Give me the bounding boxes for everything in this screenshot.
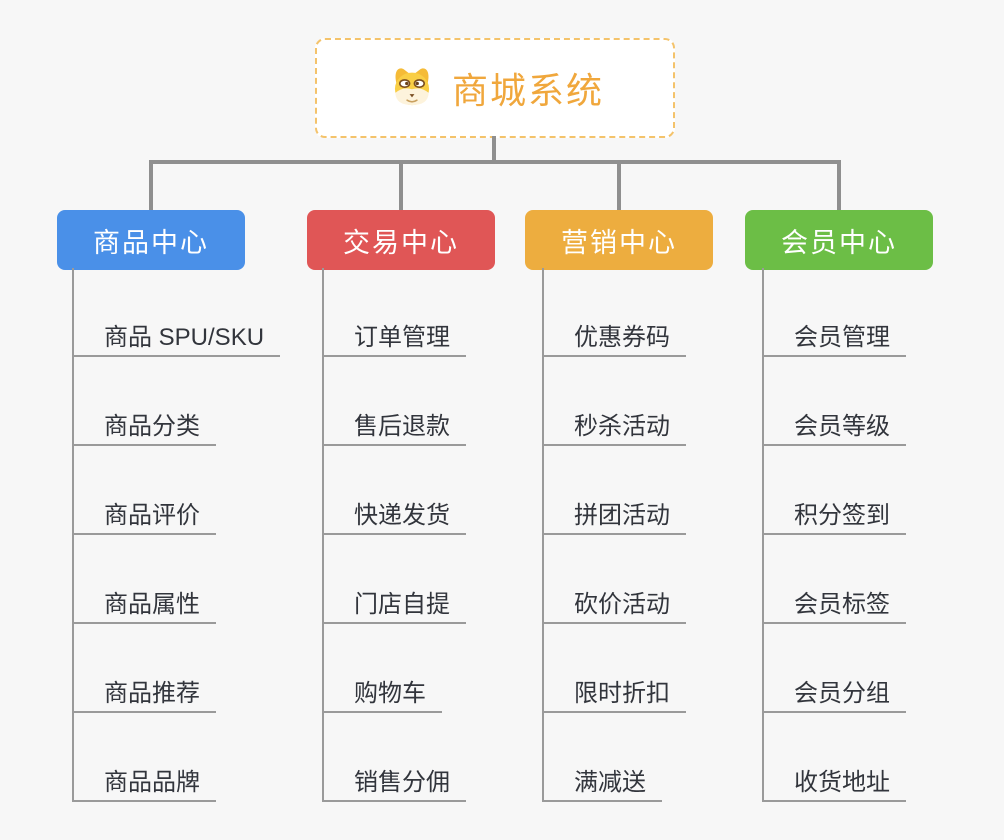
connector-stub-member (837, 160, 841, 212)
branch-node-member[interactable]: 会员中心 (745, 210, 933, 270)
leaf-node[interactable]: 商品推荐 (72, 681, 216, 713)
connector-root-stub (492, 136, 496, 164)
leaf-node[interactable]: 会员标签 (762, 592, 906, 624)
branch-node-label: 交易中心 (343, 227, 459, 258)
leaf-node[interactable]: 拼团活动 (542, 503, 686, 535)
branch-node-marketing[interactable]: 营销中心 (525, 210, 713, 270)
leaf-node[interactable]: 会员等级 (762, 414, 906, 446)
leaf-node[interactable]: 砍价活动 (542, 592, 686, 624)
leaf-node[interactable]: 积分签到 (762, 503, 906, 535)
leaf-node[interactable]: 会员分组 (762, 681, 906, 713)
root-node[interactable]: 商城系统 (315, 38, 675, 138)
leaf-node[interactable]: 销售分佣 (322, 770, 466, 802)
leaf-node[interactable]: 订单管理 (322, 325, 466, 357)
branch-node-trade[interactable]: 交易中心 (307, 210, 495, 270)
connector-stub-trade (399, 160, 403, 212)
leaf-node[interactable]: 快递发货 (322, 503, 466, 535)
connector-horizontal (149, 160, 841, 164)
leaf-node[interactable]: 门店自提 (322, 592, 466, 624)
leaf-node[interactable]: 限时折扣 (542, 681, 686, 713)
leaf-node[interactable]: 售后退款 (322, 414, 466, 446)
leaf-node[interactable]: 会员管理 (762, 325, 906, 357)
branch-node-product[interactable]: 商品中心 (57, 210, 245, 270)
branch-node-label: 商品中心 (93, 227, 209, 258)
leaf-node[interactable]: 秒杀活动 (542, 414, 686, 446)
leaf-node[interactable]: 商品属性 (72, 592, 216, 624)
branch-node-label: 营销中心 (561, 227, 677, 258)
leaf-node[interactable]: 商品评价 (72, 503, 216, 535)
doge-face-icon (394, 68, 430, 106)
leaf-node[interactable]: 满减送 (542, 770, 662, 802)
leaf-node[interactable]: 商品 SPU/SKU (72, 325, 281, 357)
branch-node-label: 会员中心 (781, 227, 897, 258)
connector-stub-marketing (617, 160, 621, 212)
connector-stub-product (149, 160, 153, 212)
leaf-node[interactable]: 购物车 (322, 681, 442, 713)
root-node-label: 商城系统 (451, 70, 604, 111)
leaf-node[interactable]: 商品品牌 (72, 770, 216, 802)
leaf-node[interactable]: 收货地址 (762, 770, 906, 802)
leaf-node[interactable]: 商品分类 (72, 414, 216, 446)
leaf-node[interactable]: 优惠券码 (542, 325, 686, 357)
